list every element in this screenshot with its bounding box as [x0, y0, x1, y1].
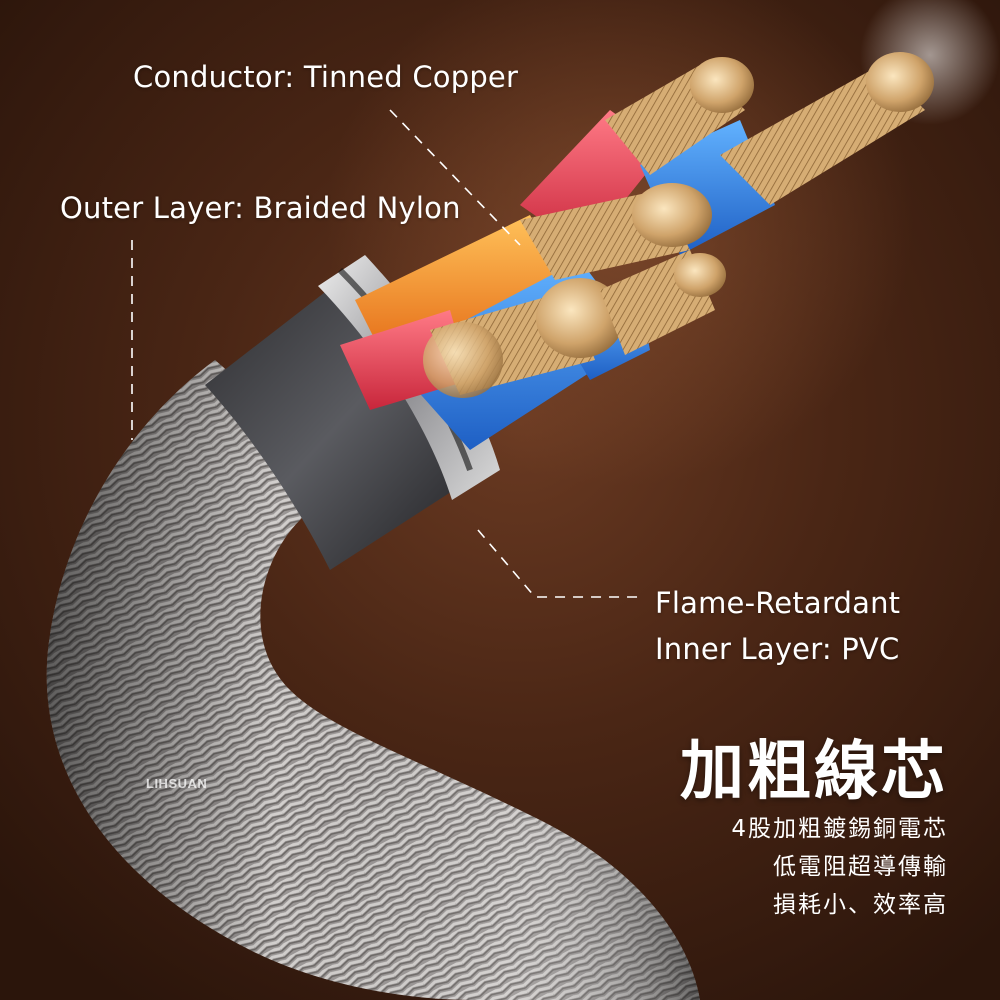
description-line: 低電阻超導傳輸 [773, 854, 948, 880]
conductor-label: Conductor: Tinned Copper [133, 60, 519, 94]
braided-nylon-cable [46, 360, 701, 1000]
description-line: 4股加粗鍍錫銅電芯 [731, 816, 948, 842]
inner-layer-label-line2: Inner Layer: PVC [655, 632, 900, 666]
conductor-wires [340, 52, 934, 450]
description-line: 損耗小、效率高 [773, 892, 948, 918]
inner-layer-leader-line [477, 529, 640, 598]
headline: 加粗線芯 [680, 734, 948, 809]
outer-layer-label: Outer Layer: Braided Nylon [60, 191, 461, 225]
description: 4股加粗鍍錫銅電芯 低電阻超導傳輸 損耗小、效率高 [731, 810, 948, 924]
conductor-leader-line [389, 109, 521, 246]
inner-layer-label-line1: Flame-Retardant [655, 586, 901, 620]
callout-lines [131, 109, 640, 598]
brand-logo-text: LIHSUAN [146, 776, 208, 791]
inner-layer-label: Flame-Retardant Inner Layer: PVC [655, 580, 900, 672]
